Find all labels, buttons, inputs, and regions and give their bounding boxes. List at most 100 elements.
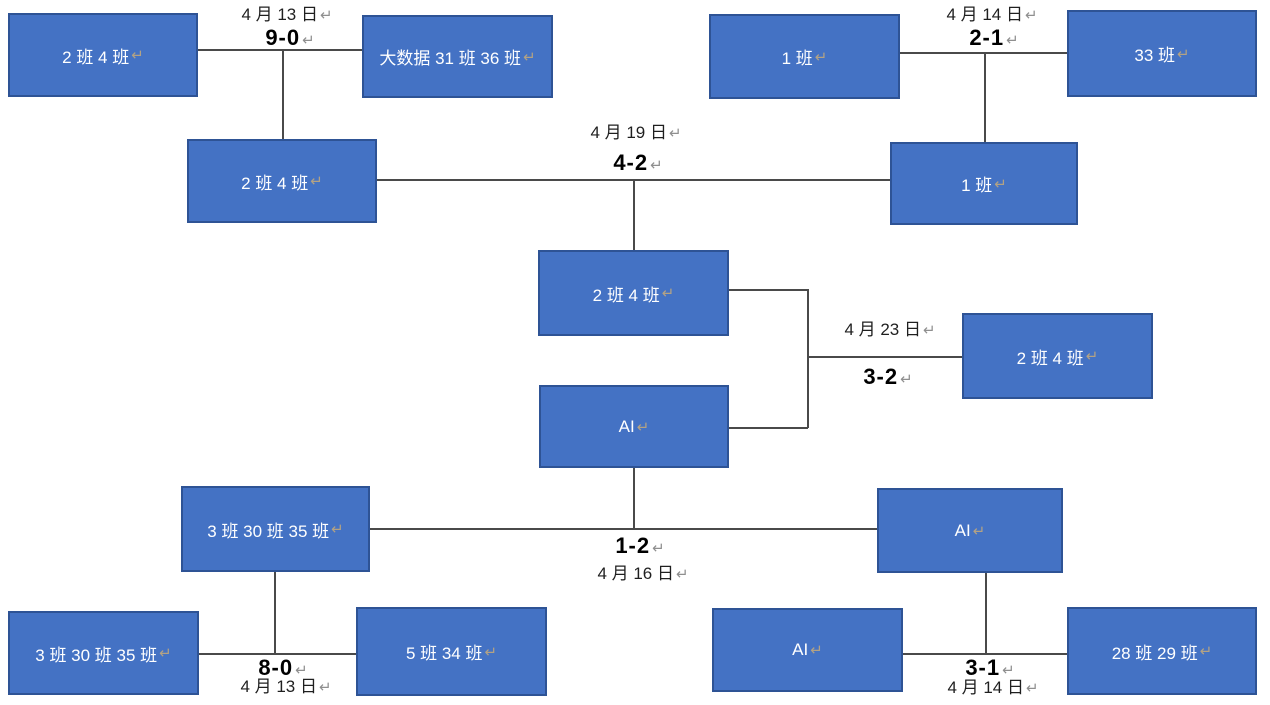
team-box-qf3-team2[interactable]: 5 班 34 班↵ [356, 607, 547, 696]
connector-line-qf3 [196, 653, 356, 655]
team-box-final-team2[interactable]: AI↵ [539, 385, 729, 468]
match-final-date[interactable]: 4 月 23 日↵ [844, 320, 935, 340]
connector-line-sf1-drop [633, 179, 635, 251]
match-qf1-date[interactable]: 4 月 13 日↵ [241, 5, 332, 25]
return-mark-icon: ↵ [1177, 45, 1190, 63]
return-mark-icon: ↵ [922, 322, 936, 339]
return-mark-icon: ↵ [661, 285, 675, 302]
date-text: 4 月 13 日 [240, 677, 317, 696]
score-text: 8-0 [258, 655, 294, 680]
team-label: 2 班 4 班 [592, 285, 660, 305]
match-qf2-date[interactable]: 4 月 14 日↵ [946, 5, 1037, 25]
return-mark-icon: ↵ [972, 522, 986, 540]
return-mark-icon: ↵ [1002, 662, 1015, 679]
date-text: 4 月 13 日 [241, 5, 318, 24]
connector-line-sf2-drop [633, 468, 635, 529]
team-box-sf2-team2[interactable]: AI↵ [877, 488, 1063, 573]
team-label: 2 班 4 班 [1016, 348, 1084, 368]
return-mark-icon: ↵ [295, 662, 308, 679]
team-label: 1 班 [961, 176, 993, 195]
connector-line-final-out [807, 356, 962, 358]
match-sf1-date[interactable]: 4 月 19 日↵ [590, 123, 681, 143]
team-box-qf1-team1[interactable]: 2 班 4 班↵ [8, 13, 198, 97]
return-mark-icon: ↵ [668, 125, 682, 142]
return-mark-icon: ↵ [810, 642, 823, 659]
return-mark-icon: ↵ [636, 418, 650, 436]
team-box-qf3-team1[interactable]: 3 班 30 班 35 班↵ [8, 611, 199, 695]
connector-line-sf2 [370, 528, 877, 530]
team-box-sf1-team2[interactable]: 1 班↵ [890, 142, 1078, 225]
connector-line-qf2 [900, 52, 1067, 54]
team-box-sf1-team1[interactable]: 2 班 4 班↵ [187, 139, 377, 223]
return-mark-icon: ↵ [1024, 7, 1038, 24]
team-box-sf2-team1[interactable]: 3 班 30 班 35 班↵ [181, 486, 370, 572]
team-box-qf4-team1[interactable]: AI↵ [712, 608, 903, 692]
match-qf4-date[interactable]: 4 月 14 日↵ [947, 678, 1038, 698]
return-mark-icon: ↵ [310, 173, 323, 190]
match-qf3-date[interactable]: 4 月 13 日↵ [240, 677, 331, 697]
connector-line-qf1 [198, 49, 362, 51]
team-label: AI [954, 520, 971, 540]
match-qf3-score[interactable]: 8-0↵ [258, 655, 307, 680]
score-text: 3-1 [965, 655, 1001, 680]
return-mark-icon: ↵ [131, 47, 144, 64]
team-box-qf2-team2[interactable]: 33 班↵ [1067, 10, 1257, 97]
connector-line-qf3-drop [274, 572, 276, 654]
return-mark-icon: ↵ [159, 645, 172, 662]
team-label: 1 班 [781, 49, 813, 68]
date-text: 4 月 19 日 [590, 123, 667, 142]
team-label: AI [618, 416, 635, 436]
date-text: 4 月 14 日 [947, 678, 1024, 697]
match-qf2-score[interactable]: 2-1↵ [969, 25, 1018, 50]
connector-line-qf2-drop [984, 52, 986, 142]
team-box-final-team1[interactable]: 2 班 4 班↵ [538, 250, 729, 336]
score-text: 3-2 [863, 364, 899, 389]
return-mark-icon: ↵ [1025, 680, 1039, 697]
team-label: AI [792, 640, 809, 659]
return-mark-icon: ↵ [650, 157, 663, 174]
team-label: 3 班 30 班 35 班 [207, 521, 330, 541]
return-mark-icon: ↵ [994, 175, 1007, 193]
match-sf2-date[interactable]: 4 月 16 日↵ [597, 564, 688, 584]
return-mark-icon: ↵ [319, 7, 333, 24]
team-label: 大数据 31 班 36 班 [379, 49, 522, 68]
match-qf1-score[interactable]: 9-0↵ [265, 25, 314, 50]
date-text: 4 月 14 日 [946, 5, 1023, 24]
match-final-score[interactable]: 3-2↵ [863, 364, 912, 389]
connector-line-qf1-drop [282, 49, 284, 139]
team-label: 3 班 30 班 35 班 [35, 645, 158, 665]
team-box-qf4-team2[interactable]: 28 班 29 班↵ [1067, 607, 1257, 695]
score-text: 2-1 [969, 25, 1005, 50]
score-text: 9-0 [265, 25, 301, 50]
return-mark-icon: ↵ [302, 32, 315, 49]
score-text: 4-2 [613, 150, 649, 175]
match-qf4-score[interactable]: 3-1↵ [965, 655, 1014, 680]
team-label: 2 班 4 班 [241, 173, 309, 193]
return-mark-icon: ↵ [523, 48, 536, 66]
score-text: 1-2 [615, 533, 651, 558]
return-mark-icon: ↵ [318, 679, 332, 696]
return-mark-icon: ↵ [1199, 643, 1213, 660]
return-mark-icon: ↵ [814, 48, 828, 66]
team-box-champion[interactable]: 2 班 4 班↵ [962, 313, 1153, 399]
team-label: 2 班 4 班 [62, 47, 130, 67]
connector-line-final-top [729, 289, 808, 291]
team-box-qf2-team1[interactable]: 1 班↵ [709, 14, 900, 99]
team-label: 33 班 [1134, 46, 1176, 65]
connector-line-qf4-drop [985, 573, 987, 654]
date-text: 4 月 23 日 [844, 320, 921, 339]
match-sf2-score[interactable]: 1-2↵ [615, 533, 664, 558]
return-mark-icon: ↵ [900, 371, 913, 388]
team-label: 5 班 34 班 [405, 644, 483, 663]
return-mark-icon: ↵ [652, 540, 665, 557]
team-box-qf1-team2[interactable]: 大数据 31 班 36 班↵ [362, 15, 553, 98]
date-text: 4 月 16 日 [597, 564, 674, 583]
return-mark-icon: ↵ [1085, 348, 1099, 365]
match-sf1-score[interactable]: 4-2↵ [613, 150, 662, 175]
return-mark-icon: ↵ [331, 521, 344, 538]
return-mark-icon: ↵ [484, 643, 498, 661]
connector-line-final-bottom [729, 427, 808, 429]
return-mark-icon: ↵ [1006, 32, 1019, 49]
team-label: 28 班 29 班 [1111, 643, 1198, 663]
